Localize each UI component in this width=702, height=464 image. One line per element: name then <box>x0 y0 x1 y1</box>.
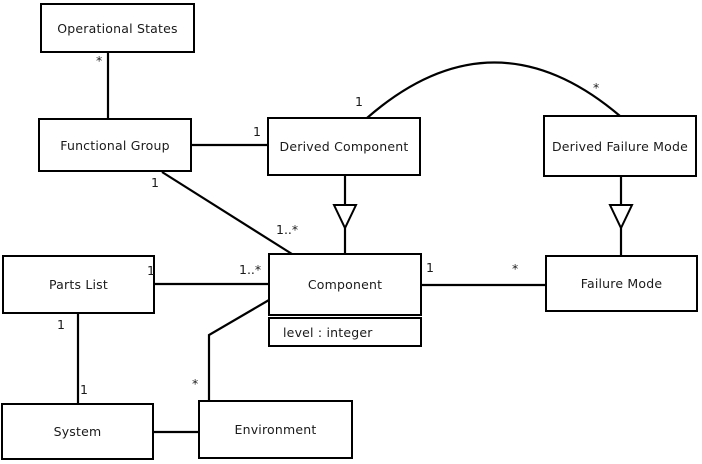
class-box-derived-failure-mode[interactable]: Derived Failure Mode <box>543 115 697 177</box>
class-name-functional-group: Functional Group <box>60 137 170 153</box>
class-box-system[interactable]: System <box>1 403 154 460</box>
multiplicity-dfm-arc-star: * <box>593 80 600 95</box>
generalization-derived-failure-mode-failure-mode[interactable] <box>608 177 634 255</box>
multiplicity-comp-fm-star: * <box>512 261 519 276</box>
multiplicity-dc-arc-one: 1 <box>355 94 363 109</box>
class-attribute-compartment: level : integer <box>268 317 422 347</box>
multiplicity-comp-fm-one: 1 <box>426 260 434 275</box>
multiplicity-fg-dc-one: 1 <box>253 124 261 139</box>
multiplicity-os-fg-star: * <box>96 53 103 68</box>
association-derived-component-derived-failure-mode[interactable] <box>366 61 621 119</box>
class-box-component[interactable]: Component level : integer <box>268 253 422 347</box>
attribute-level-integer: level : integer <box>283 324 373 340</box>
multiplicity-pl-comp-one: 1 <box>147 263 155 278</box>
association-functional-group-component[interactable] <box>161 171 293 255</box>
class-name-derived-failure-mode: Derived Failure Mode <box>551 138 689 154</box>
multiplicity-pl-comp-many: 1..* <box>239 262 262 277</box>
hollow-triangle-arrowhead-icon <box>608 204 634 231</box>
hollow-triangle-arrowhead-icon <box>332 204 358 231</box>
class-name-failure-mode: Failure Mode <box>580 276 663 291</box>
class-name-derived-component: Derived Component <box>279 139 409 154</box>
class-box-environment[interactable]: Environment <box>198 400 353 459</box>
multiplicity-sys-pl-one: 1 <box>80 382 88 397</box>
class-name-compartment: Component <box>268 253 422 316</box>
multiplicity-env-comp-star: * <box>192 376 199 391</box>
class-box-operational-states[interactable]: Operational States <box>40 3 195 53</box>
multiplicity-fg-comp-many: 1..* <box>276 222 299 237</box>
multiplicity-fg-comp-one: 1 <box>151 175 159 190</box>
class-box-functional-group[interactable]: Functional Group <box>38 118 192 172</box>
class-box-derived-component[interactable]: Derived Component <box>267 117 421 176</box>
multiplicity-pl-sys-one: 1 <box>57 317 65 332</box>
class-name-parts-list: Parts List <box>48 277 108 292</box>
association-component-environment[interactable] <box>207 299 270 400</box>
generalization-derived-component-component[interactable] <box>332 176 358 253</box>
class-name-system: System <box>53 424 102 439</box>
class-box-failure-mode[interactable]: Failure Mode <box>545 255 698 312</box>
class-name-operational-states: Operational States <box>57 20 178 36</box>
class-name-component: Component <box>307 277 383 292</box>
class-box-parts-list[interactable]: Parts List <box>2 255 155 314</box>
class-name-environment: Environment <box>234 422 317 437</box>
